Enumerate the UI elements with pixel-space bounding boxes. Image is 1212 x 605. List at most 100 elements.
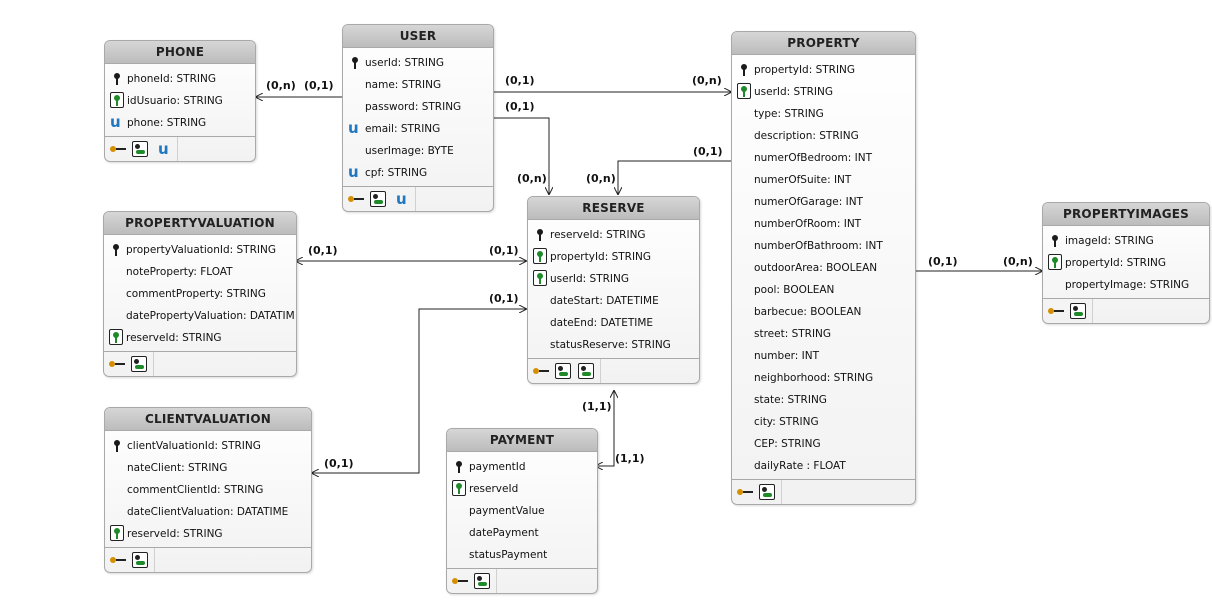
entity-reserve[interactable]: RESERVE reserveId: STRING propertyId: ST… xyxy=(527,196,700,384)
attribute-row[interactable]: numberOfRoom: INT xyxy=(732,213,915,235)
attribute-row[interactable]: datePropertyValuation: DATATIM xyxy=(104,305,296,327)
attribute-row[interactable]: numerOfGarage: INT xyxy=(732,191,915,213)
attribute-row[interactable]: dateEnd: DATETIME xyxy=(528,312,699,334)
attribute-row[interactable]: numerOfSuite: INT xyxy=(732,169,915,191)
footer-divider xyxy=(154,548,155,572)
attribute-label: paymentId xyxy=(469,461,526,473)
attribute-row[interactable]: idUsuario: STRING xyxy=(105,90,255,112)
attribute-row[interactable]: reserveId: STRING xyxy=(104,327,296,349)
entity-title: PROPERTYIMAGES xyxy=(1043,203,1209,226)
attribute-row[interactable]: statusPayment xyxy=(447,544,597,566)
entity-clientvaluation[interactable]: CLIENTVALUATION clientValuationId: STRIN… xyxy=(104,407,312,573)
entity-property[interactable]: PROPERTY propertyId: STRING userId: STRI… xyxy=(731,31,916,505)
attribute-row[interactable]: barbecue: BOOLEAN xyxy=(732,301,915,323)
primary-key-icon xyxy=(109,242,123,258)
attribute-row[interactable]: paymentValue xyxy=(447,500,597,522)
attribute-row[interactable]: city: STRING xyxy=(732,411,915,433)
attribute-row[interactable]: clientValuationId: STRING xyxy=(105,435,311,457)
primary-key-icon xyxy=(737,62,751,78)
attribute-row[interactable]: name: STRING xyxy=(343,74,493,96)
attribute-row[interactable]: CEP: STRING xyxy=(732,433,915,455)
attribute-label: reserveId: STRING xyxy=(127,528,223,540)
attribute-row[interactable]: commentClientId: STRING xyxy=(105,479,311,501)
card-user-reserve-user-side: (0,1) xyxy=(505,100,535,113)
foreign-key-icon xyxy=(533,270,547,286)
key-icon xyxy=(110,552,128,568)
attribute-row[interactable]: statusReserve: STRING xyxy=(528,334,699,356)
attribute-label: street: STRING xyxy=(754,328,832,340)
card-phone-user-phone-side: (0,n) xyxy=(266,79,296,92)
attribute-row[interactable]: numerOfBedroom: INT xyxy=(732,147,915,169)
attribute-row[interactable]: dateClientValuation: DATATIME xyxy=(105,501,311,523)
attribute-label: nateClient: STRING xyxy=(127,462,228,474)
attribute-row[interactable]: reserveId: STRING xyxy=(528,224,699,246)
key-icon xyxy=(533,363,551,379)
attribute-label: phone: STRING xyxy=(127,117,207,129)
attribute-row[interactable]: noteProperty: FLOAT xyxy=(104,261,296,283)
attribute-label: email: STRING xyxy=(365,123,441,135)
foreign-key-icon xyxy=(452,480,466,496)
attribute-row[interactable]: commentProperty: STRING xyxy=(104,283,296,305)
attribute-row[interactable]: state: STRING xyxy=(732,389,915,411)
card-user-property-user-side: (0,1) xyxy=(505,74,535,87)
attribute-row[interactable]: reserveId: STRING xyxy=(105,523,311,545)
attribute-row[interactable]: description: STRING xyxy=(732,125,915,147)
entity-payment[interactable]: PAYMENT paymentId reserveId paymentValue… xyxy=(446,428,598,594)
attribute-row[interactable]: reserveId xyxy=(447,478,597,500)
attribute-label: clientValuationId: STRING xyxy=(127,440,261,452)
attribute-row[interactable]: paymentId xyxy=(447,456,597,478)
attribute-row[interactable]: userId: STRING xyxy=(732,81,915,103)
footer-divider xyxy=(600,359,601,383)
attribute-label: propertyId: STRING xyxy=(550,251,652,263)
attribute-row[interactable]: userId: STRING xyxy=(343,52,493,74)
attribute-row[interactable]: datePayment xyxy=(447,522,597,544)
card-property-reserve-reserve-side: (0,n) xyxy=(586,172,616,185)
attribute-label: reserveId xyxy=(469,483,519,495)
attribute-row[interactable]: type: STRING xyxy=(732,103,915,125)
attribute-row[interactable]: propertyId: STRING xyxy=(1043,252,1209,274)
entity-user[interactable]: USER userId: STRING name: STRING passwor… xyxy=(342,24,494,212)
primary-key-icon xyxy=(533,227,547,243)
attribute-label: pool: BOOLEAN xyxy=(754,284,835,296)
attribute-label: propertyValuationId: STRING xyxy=(126,244,276,256)
attribute-row[interactable]: pool: BOOLEAN xyxy=(732,279,915,301)
attribute-row[interactable]: nateClient: STRING xyxy=(105,457,311,479)
attribute-row[interactable]: phoneId: STRING xyxy=(105,68,255,90)
attribute-label: userId: STRING xyxy=(550,273,630,285)
entity-phone[interactable]: PHONE phoneId: STRING idUsuario: STRING … xyxy=(104,40,256,162)
primary-key-icon xyxy=(110,438,124,454)
attribute-label: userId: STRING xyxy=(754,86,834,98)
entity-propertyvaluation[interactable]: PROPERTYVALUATION propertyValuationId: S… xyxy=(103,211,297,377)
unique-icon: u xyxy=(110,113,121,131)
attribute-row[interactable]: propertyImage: STRING xyxy=(1043,274,1209,296)
card-payment-reserve-payment-side: (1,1) xyxy=(615,452,645,465)
attribute-row[interactable]: password: STRING xyxy=(343,96,493,118)
attribute-row[interactable]: dateStart: DATETIME xyxy=(528,290,699,312)
foreign-key-icon xyxy=(1070,303,1086,319)
attribute-row[interactable]: outdoorArea: BOOLEAN xyxy=(732,257,915,279)
entity-propertyimages[interactable]: PROPERTYIMAGES imageId: STRING propertyI… xyxy=(1042,202,1210,324)
foreign-key-icon xyxy=(132,552,148,568)
entity-footer xyxy=(105,548,311,572)
attribute-row[interactable]: userId: STRING xyxy=(528,268,699,290)
attribute-row[interactable]: imageId: STRING xyxy=(1043,230,1209,252)
attribute-label: outdoorArea: BOOLEAN xyxy=(754,262,878,274)
attribute-label: description: STRING xyxy=(754,130,859,142)
key-icon xyxy=(109,356,127,372)
attribute-row[interactable]: propertyValuationId: STRING xyxy=(104,239,296,261)
attribute-row[interactable]: street: STRING xyxy=(732,323,915,345)
attribute-row[interactable]: propertyId: STRING xyxy=(732,59,915,81)
attribute-row[interactable]: numberOfBathroom: INT xyxy=(732,235,915,257)
attribute-row[interactable]: dailyRate : FLOAT xyxy=(732,455,915,477)
attribute-row[interactable]: userImage: BYTE xyxy=(343,140,493,162)
key-icon xyxy=(110,141,128,157)
attribute-row[interactable]: neighborhood: STRING xyxy=(732,367,915,389)
attribute-row[interactable]: number: INT xyxy=(732,345,915,367)
attribute-row[interactable]: propertyId: STRING xyxy=(528,246,699,268)
card-payment-reserve-reserve-side: (1,1) xyxy=(582,400,612,413)
key-icon xyxy=(737,484,755,500)
attribute-label: paymentValue xyxy=(469,505,545,517)
attribute-row[interactable]: u phone: STRING xyxy=(105,112,255,134)
